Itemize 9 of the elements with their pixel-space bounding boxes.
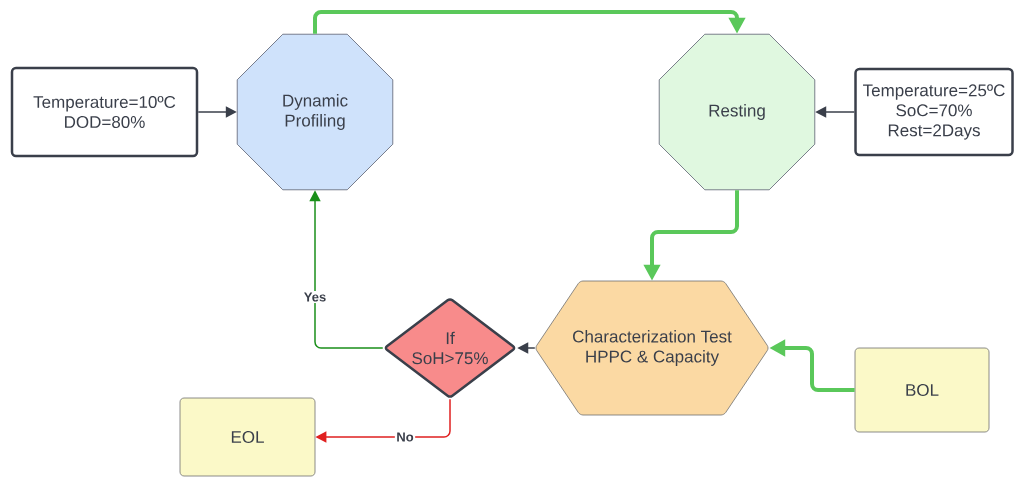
parameter-box: Temperature=10ºC DOD=80%	[10, 66, 199, 158]
state-box: BOL	[854, 347, 990, 433]
parameter-box: Temperature=25ºC SoC=70% Rest=2Days	[854, 67, 1014, 157]
state-box: EOL	[179, 397, 316, 477]
edge-label: Yes	[302, 290, 328, 304]
process-octagon: Dynamic Profiling	[236, 33, 394, 191]
test-hexagon: Characterization Test HPPC & Capacity	[535, 280, 769, 416]
edge-label: No	[394, 430, 416, 444]
process-octagon: Resting	[658, 33, 816, 191]
